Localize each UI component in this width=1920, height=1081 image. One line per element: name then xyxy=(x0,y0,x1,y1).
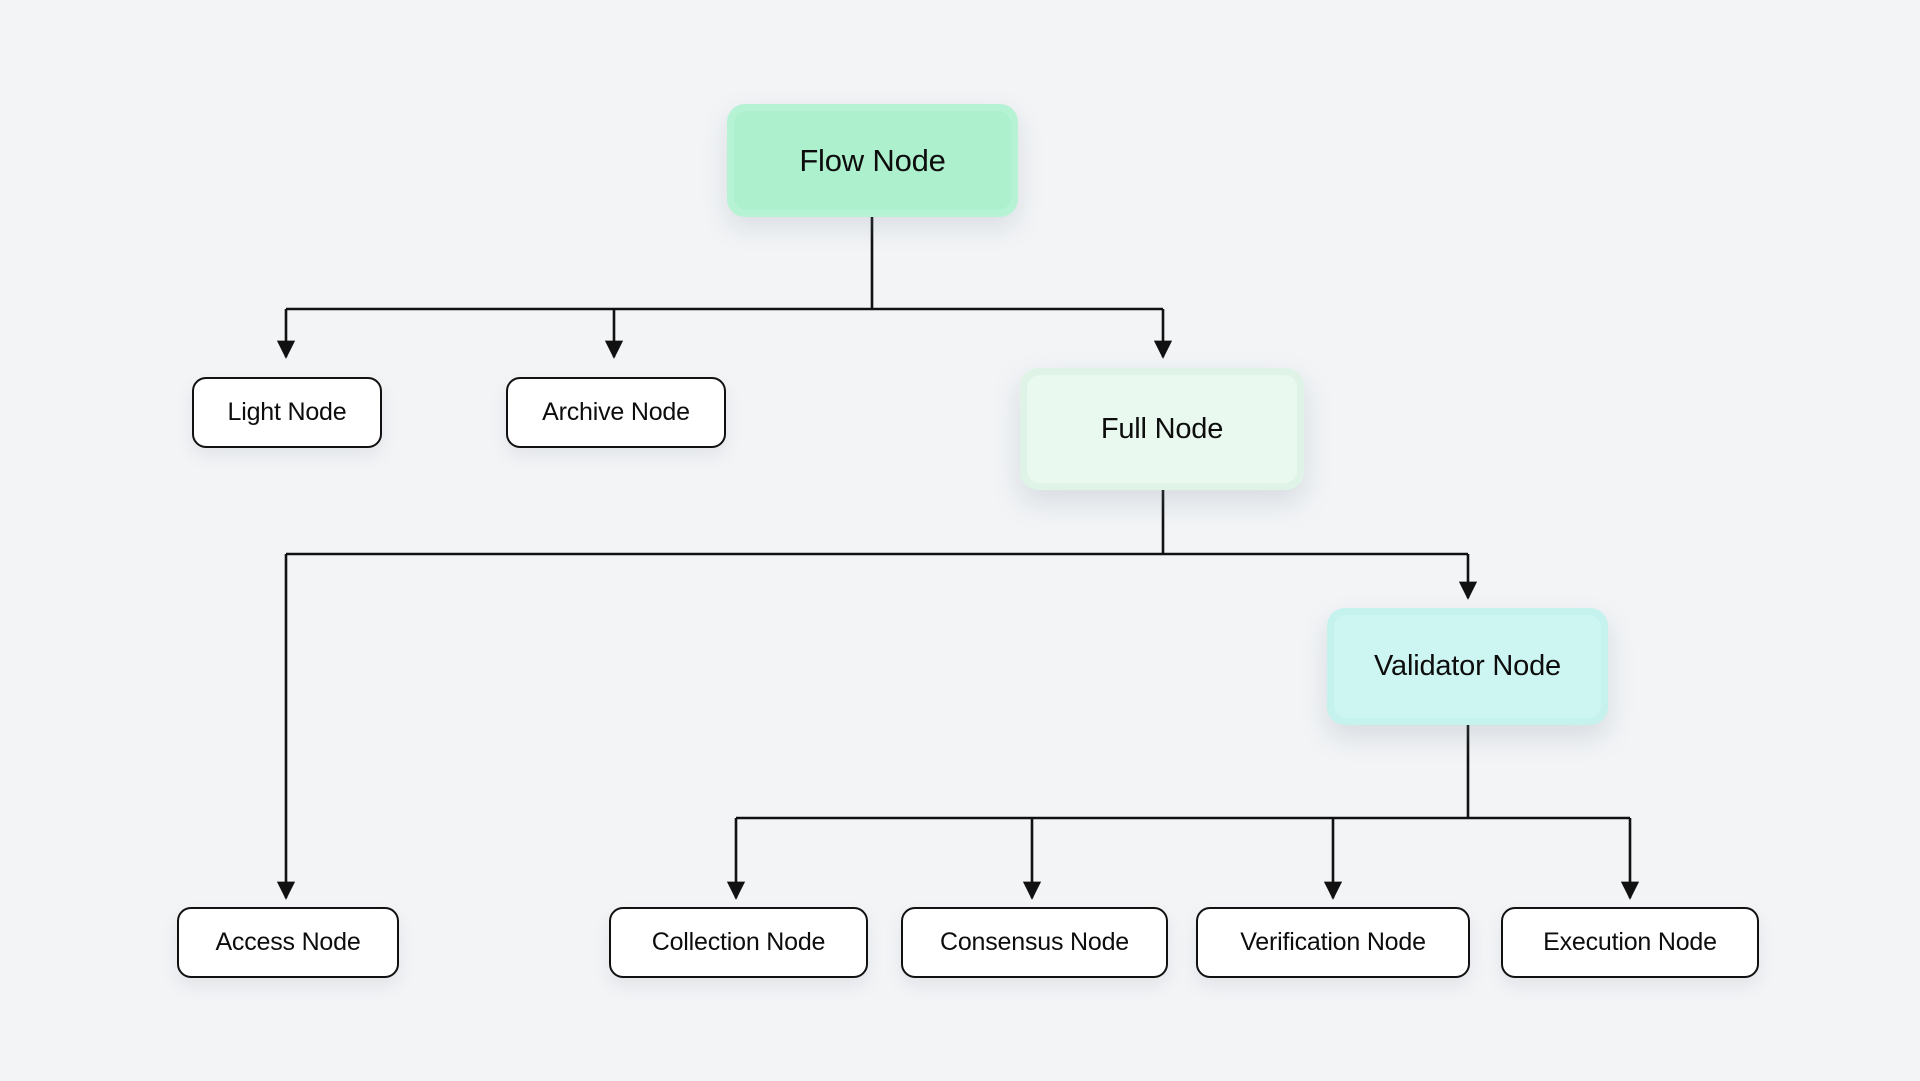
node-execution-node[interactable]: Execution Node xyxy=(1501,907,1759,978)
node-execution-node-label: Execution Node xyxy=(1543,928,1717,956)
node-collection-node-label: Collection Node xyxy=(651,928,826,956)
node-verification-node-label: Verification Node xyxy=(1240,928,1426,956)
node-consensus-node[interactable]: Consensus Node xyxy=(901,907,1168,978)
node-archive-node-label: Archive Node xyxy=(542,398,690,426)
node-verification-node[interactable]: Verification Node xyxy=(1196,907,1470,978)
node-full-node-label: Full Node xyxy=(1100,412,1224,445)
node-validator-node[interactable]: Validator Node xyxy=(1327,608,1608,725)
node-access-node-label: Access Node xyxy=(215,928,361,956)
node-full-node[interactable]: Full Node xyxy=(1020,368,1304,490)
node-full-node-fill xyxy=(1027,375,1297,483)
node-consensus-node-label: Consensus Node xyxy=(940,928,1129,956)
node-validator-node-fill xyxy=(1334,615,1601,718)
node-light-node-label: Light Node xyxy=(227,398,347,426)
node-light-node[interactable]: Light Node xyxy=(192,377,382,448)
node-flow-node[interactable]: Flow Node xyxy=(727,104,1018,217)
node-validator-node-label: Validator Node xyxy=(1374,650,1561,682)
node-flow-node-fill xyxy=(734,111,1011,210)
node-flow-node-label: Flow Node xyxy=(799,142,946,178)
node-archive-node[interactable]: Archive Node xyxy=(506,377,726,448)
node-collection-node[interactable]: Collection Node xyxy=(609,907,868,978)
node-access-node[interactable]: Access Node xyxy=(177,907,399,978)
